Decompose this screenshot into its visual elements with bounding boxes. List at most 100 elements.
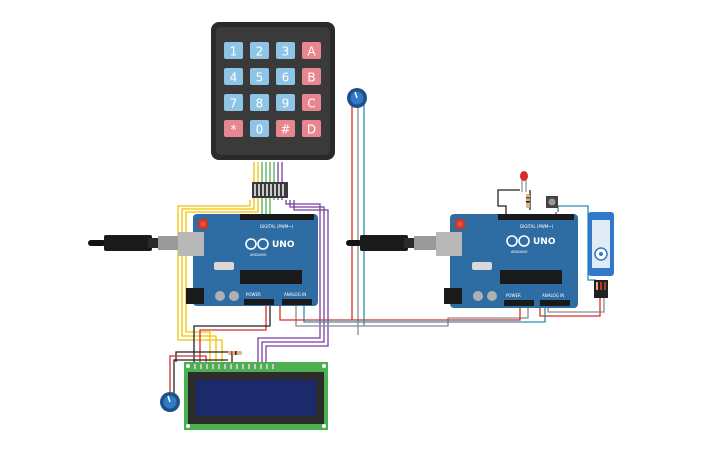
wire-black-lcd-gnd (193, 305, 271, 362)
keypad-key-label: 0 (256, 123, 264, 137)
keypad-key-label: 1 (230, 45, 238, 59)
arduino-right-digital-label: DIGITAL (PWM~) (520, 224, 554, 229)
keypad-key-label: # (280, 123, 290, 137)
capacitor (487, 291, 497, 301)
arduino-left-chip (240, 270, 302, 284)
arduino-left-power-header (244, 299, 274, 305)
lcd-screen (196, 380, 316, 416)
servo-pin (600, 282, 602, 290)
keypad-key[interactable]: 6 (276, 68, 295, 85)
keypad-key-label: 3 (282, 45, 290, 59)
keypad-key-cap (302, 68, 321, 85)
keypad-key[interactable]: 5 (250, 68, 269, 85)
wires (169, 104, 605, 400)
arduino-uno-right[interactable]: UNO ARDUINO DIGITAL (PWM~) POWER ANALOG … (346, 214, 578, 308)
keypad-key-label: 8 (256, 97, 264, 111)
wire-gray-link (295, 305, 529, 327)
lcd-16x2[interactable] (184, 362, 328, 430)
keypad-key-cap (250, 94, 269, 111)
keypad-key-cap (224, 68, 243, 85)
arduino-left-usb-port (178, 232, 204, 256)
keypad-key[interactable]: A (302, 42, 321, 59)
keypad-key-cap (302, 120, 321, 137)
keypad-key[interactable]: B (302, 68, 321, 85)
keypad-key[interactable]: 4 (224, 68, 243, 85)
push-button-cap[interactable] (548, 198, 556, 206)
wire-gray-servo (547, 298, 605, 313)
push-button[interactable] (546, 196, 558, 208)
capacitor (215, 291, 225, 301)
arduino-right-digital-header (498, 214, 574, 220)
keypad-key[interactable]: * (224, 120, 243, 137)
keypad-key-cap (276, 94, 295, 111)
keypad-key-label: C (307, 97, 315, 111)
arduino-uno-left[interactable]: UNO ARDUINO DIGITAL (PWM~) POWER ANALOG … (88, 214, 318, 306)
arduino-right-power-header (504, 300, 534, 306)
keypad-key-cap (224, 94, 243, 111)
keypad-key[interactable]: 3 (276, 42, 295, 59)
potentiometer-lcd[interactable] (160, 392, 180, 412)
wire-red-lcd-power (199, 305, 267, 362)
usb-cable-left (88, 235, 178, 251)
keypad-key-label: 9 (282, 97, 290, 111)
wire-red-right (352, 305, 521, 321)
resistor-right (526, 194, 530, 208)
keypad-key[interactable]: C (302, 94, 321, 111)
crystal (472, 262, 492, 270)
arduino-left-brand-label: ARDUINO (250, 253, 267, 257)
arduino-right-brand-label: ARDUINO (511, 250, 528, 254)
arduino-right-board (450, 214, 578, 308)
arduino-right-analog-header (540, 300, 570, 306)
arduino-right-analog-label: ANALOG IN (542, 293, 564, 298)
keypad-key-label: 6 (282, 71, 290, 85)
keypad-key[interactable]: 7 (224, 94, 243, 111)
wire-black-lcd-gnd-2 (175, 351, 233, 362)
keypad-key-label: D (307, 123, 316, 137)
keypad-key[interactable]: D (302, 120, 321, 137)
keypad-key-label: 2 (256, 45, 264, 59)
keypad-key-label: * (231, 123, 237, 137)
keypad-key-label: 5 (256, 71, 264, 85)
keypad-key-cap (224, 120, 243, 137)
wire-yellow-keypad-2 (181, 200, 255, 362)
arduino-right-logo: UNO ARDUINO (506, 235, 556, 254)
keypad-key[interactable]: # (276, 120, 295, 137)
servo-pin (596, 282, 598, 290)
arduino-left-power-jack (186, 288, 204, 304)
wire-purple-keypad (257, 200, 321, 362)
keypad-key-cap (276, 120, 295, 137)
pot-top-indicator (354, 91, 358, 99)
servo-shaft (599, 252, 603, 256)
keypad-ribbon-wires (253, 162, 283, 200)
keypad-key[interactable]: 9 (276, 94, 295, 111)
potentiometer-top[interactable] (347, 88, 367, 108)
wire-teal-link (303, 305, 546, 323)
arduino-right-power-jack (444, 288, 462, 304)
keypad-key[interactable]: 2 (250, 42, 269, 59)
led-red[interactable] (520, 171, 528, 192)
arduino-left-logo: UNO ARDUINO (245, 238, 295, 257)
lcd-mount-holes (186, 364, 326, 428)
keypad-key-cap (250, 42, 269, 59)
wire-red-servo (539, 298, 601, 317)
servo-motor[interactable] (588, 212, 614, 298)
keypad-key[interactable]: 0 (250, 120, 269, 137)
keypad-key-label: 7 (230, 97, 238, 111)
arduino-right-usb-port (436, 232, 462, 256)
led-bulb (520, 171, 528, 181)
capacitor (229, 291, 239, 301)
keypad-face (216, 27, 330, 155)
keypad-key-cap (250, 68, 269, 85)
arduino-right-chip (500, 270, 562, 284)
wire-purple-keypad-3 (265, 200, 329, 362)
keypad-key[interactable]: 1 (224, 42, 243, 59)
keypad-key[interactable]: 8 (250, 94, 269, 111)
wire-purple-keypad-2 (261, 200, 325, 362)
resistor-lcd (228, 351, 242, 355)
arduino-right-power-label: POWER (506, 293, 521, 298)
wire-black-lcd-pot (173, 359, 228, 396)
keypad-key-cap (224, 42, 243, 59)
